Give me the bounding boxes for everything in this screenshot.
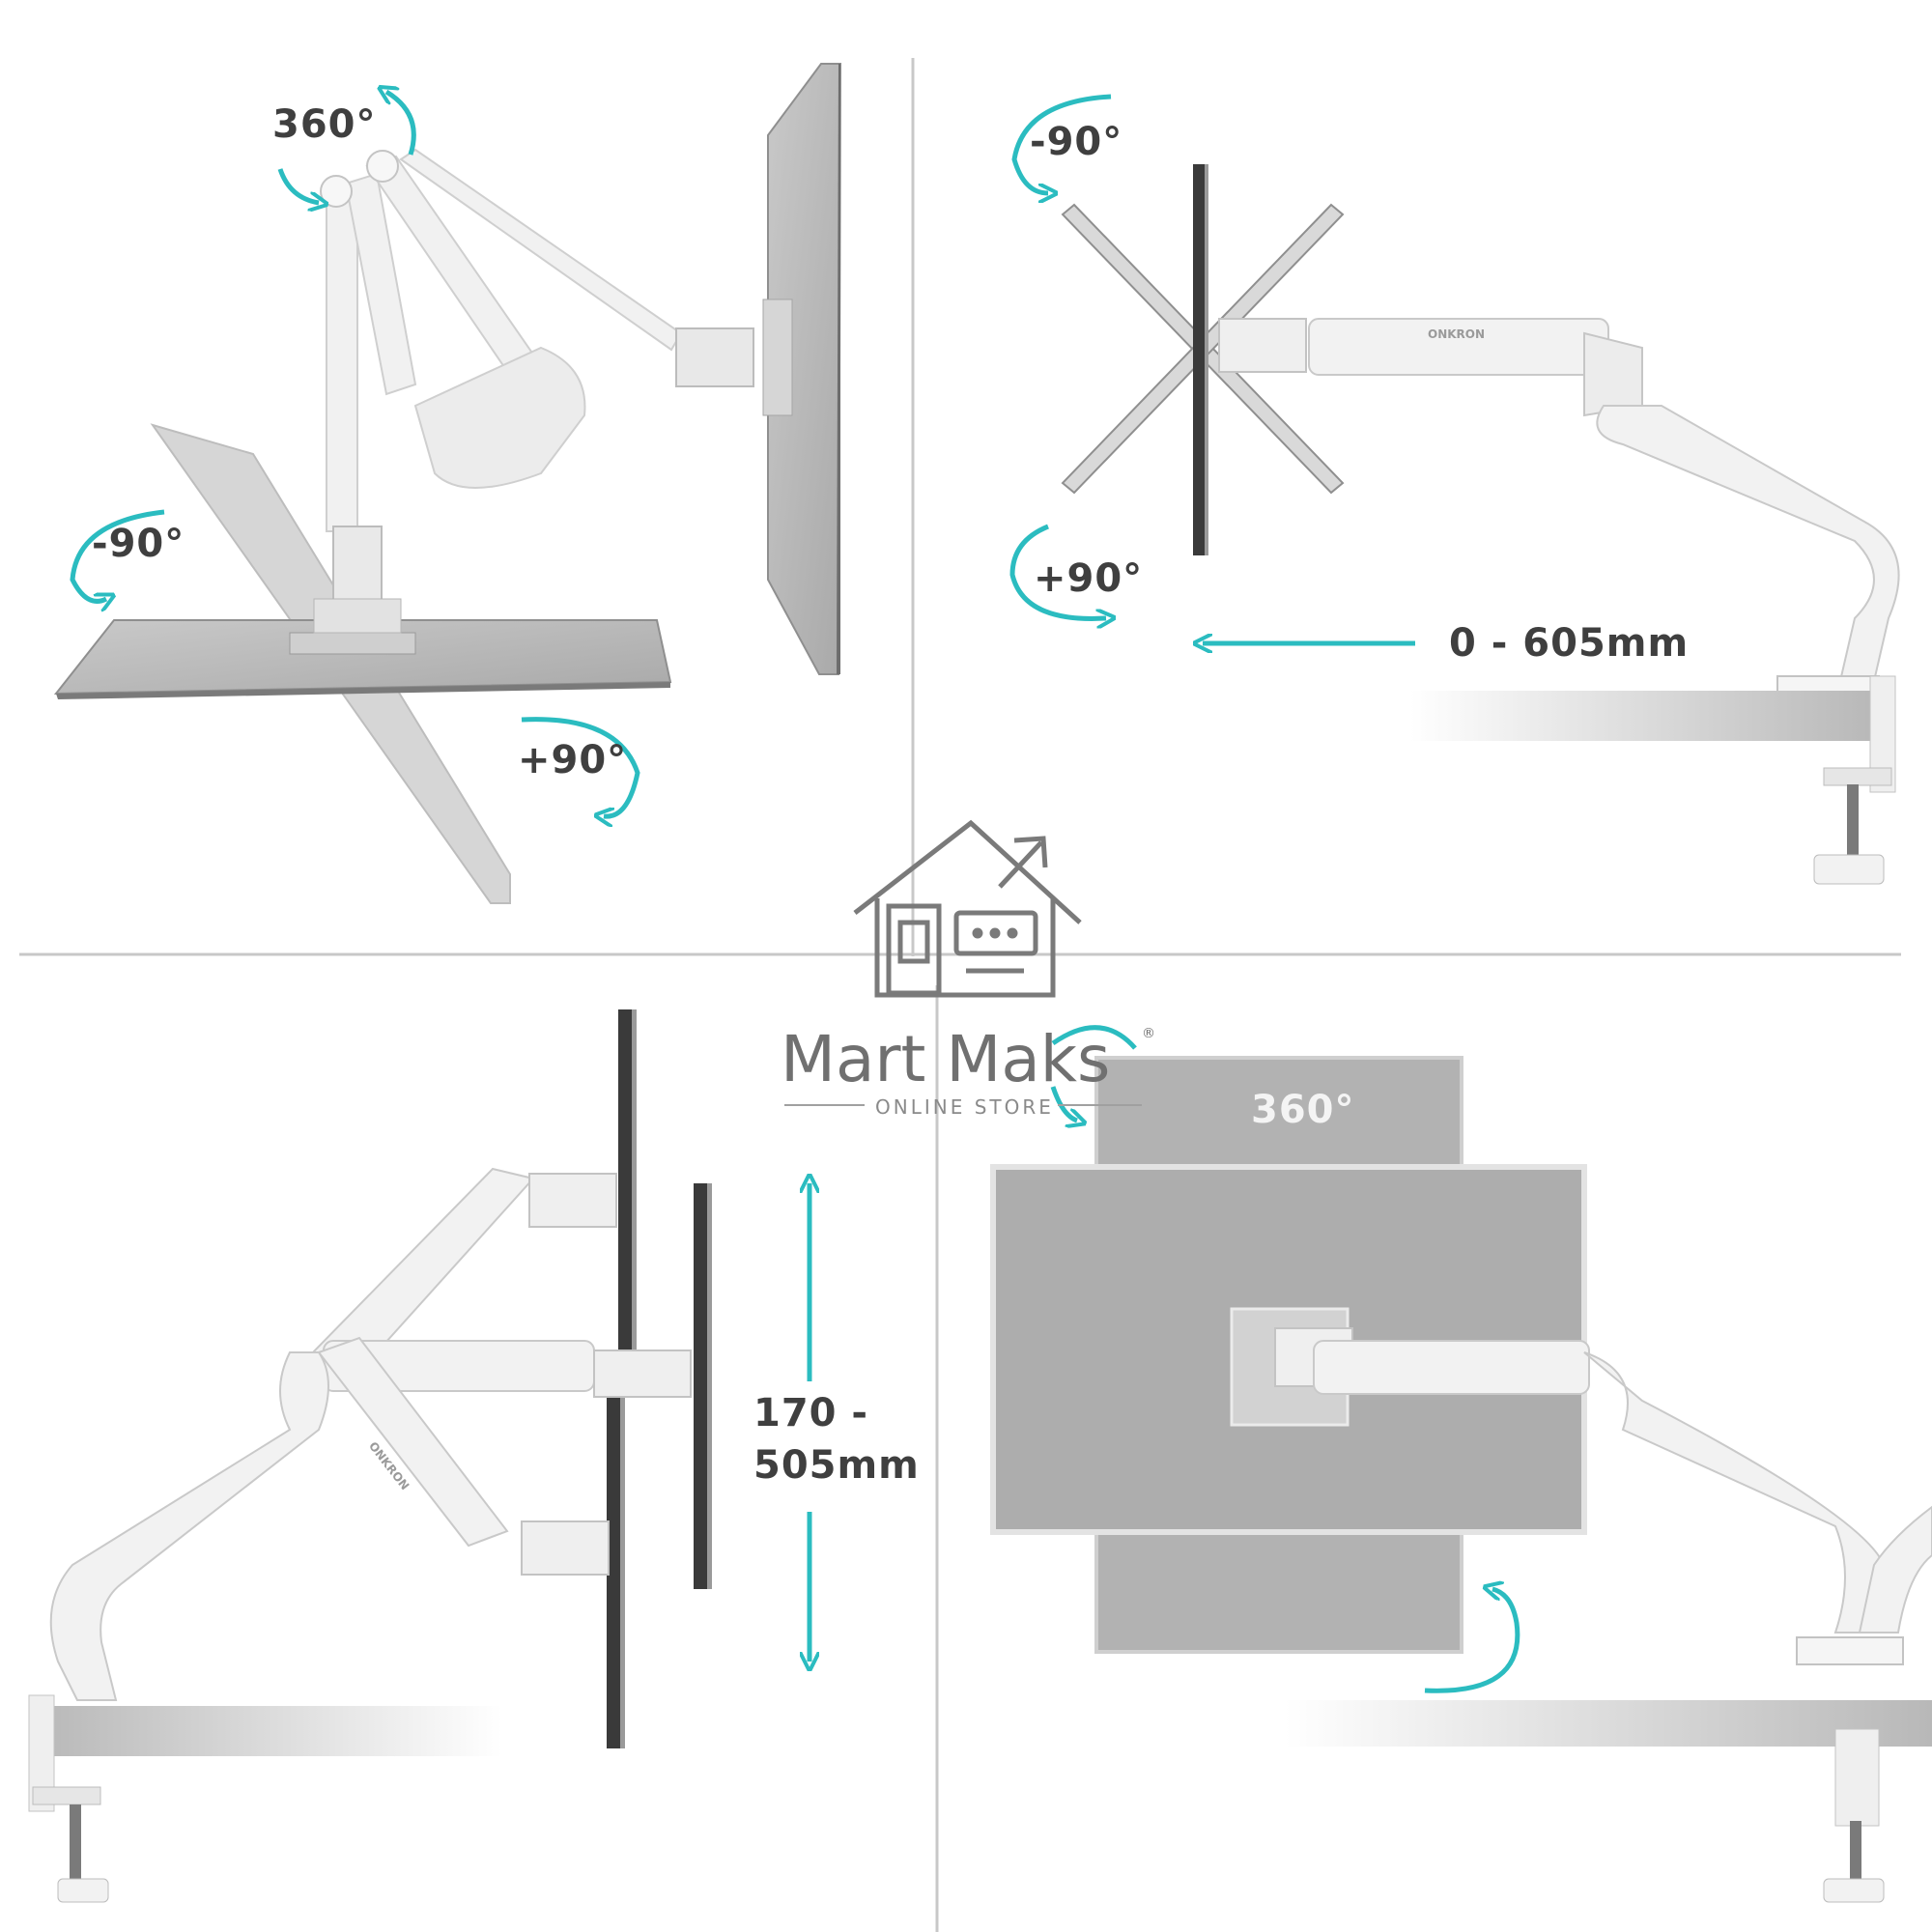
q1-right-tilt-label: +90° [518, 738, 628, 782]
q4-rotation-arrows [1050, 1025, 1520, 1693]
q2-bottom-tilt-label: +90° [1034, 556, 1144, 601]
q1-tilt-arrow-left [70, 509, 165, 602]
q3-height-label-line2: 505mm [753, 1443, 920, 1488]
watermark-store-subtitle: ONLINE STORE [875, 1095, 1054, 1119]
q2-tilt-screens [1061, 164, 1345, 555]
q1-vertical-screen [762, 63, 842, 675]
q2-top-tilt-label: -90° [1030, 120, 1123, 164]
q2-onkron-logo: ONKRON [1428, 327, 1486, 341]
q3-monitor-arms [49, 1167, 692, 1701]
q2-tilt-arrow-bottom [1009, 524, 1106, 618]
watermark-house-logo [853, 819, 1082, 998]
q2-tilt-arrow-top [1011, 94, 1112, 193]
q2-depth-label: 0 - 605mm [1449, 621, 1690, 666]
q1-rotation-label: 360° [272, 102, 377, 147]
q1-monitor-arm [313, 148, 754, 634]
q3-monitors [607, 1009, 712, 1748]
q1-rotation-arrow-top [277, 92, 416, 203]
q1-tilt-arrow-right [521, 717, 640, 817]
q2-monitor-arm [1218, 318, 1900, 698]
watermark-registered-mark: ® [1142, 1026, 1155, 1041]
q3-desk [28, 1694, 502, 1903]
q4-desk [1285, 1700, 1932, 1903]
q4-monitor-arm [1274, 1327, 1932, 1665]
q3-height-label-line1: 170 - [753, 1391, 869, 1435]
q2-desk [1410, 675, 1896, 885]
q1-left-tilt-label: -90° [92, 522, 185, 566]
watermark-store-name: Mart Maks [781, 1022, 1111, 1096]
q4-rotation-label: 360° [1251, 1088, 1355, 1132]
